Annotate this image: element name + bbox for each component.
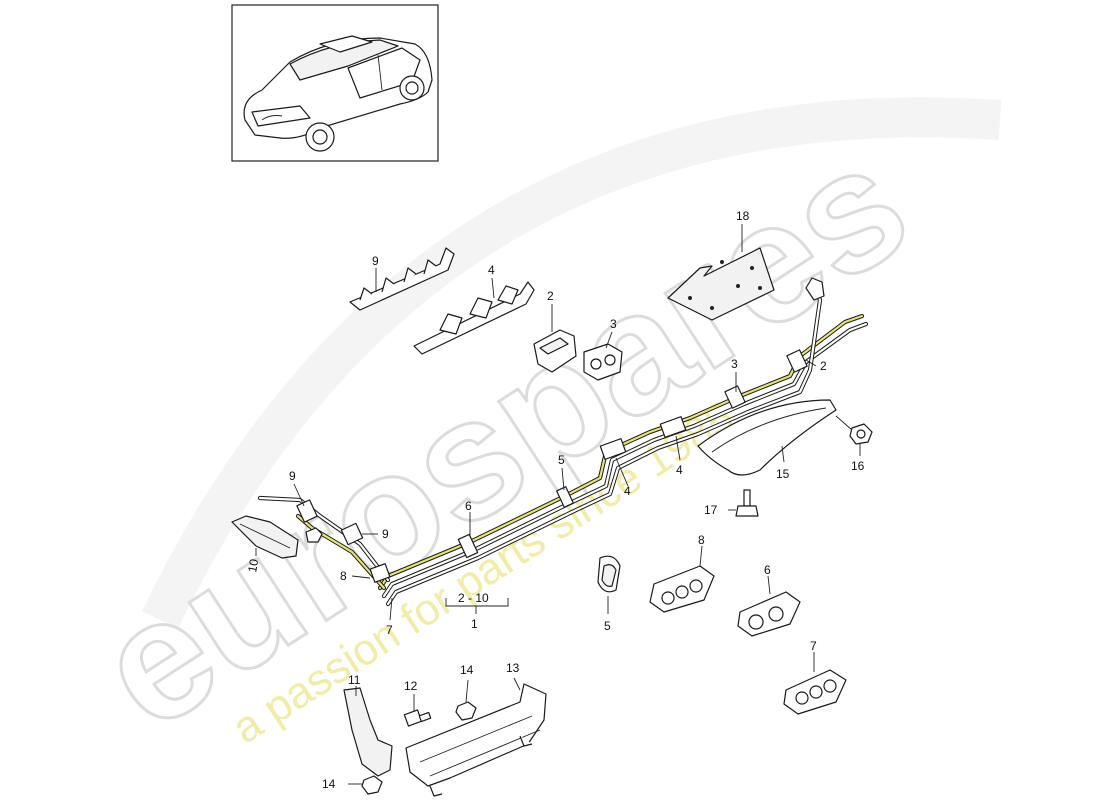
callout-5: 5 [604, 619, 611, 633]
watermark-brand: eurospares [67, 107, 939, 766]
part-7-clamp [783, 652, 847, 715]
watermark-tagline: a passion for parts since 1985 [224, 393, 743, 754]
callout-3: 3 [731, 357, 738, 371]
callout-14: 14 [460, 663, 474, 677]
callout-15: 15 [776, 467, 790, 481]
callout-13: 13 [506, 661, 520, 675]
callout-7: 7 [386, 623, 393, 637]
callout-5: 5 [558, 453, 565, 467]
callout-4: 4 [488, 263, 495, 277]
part-16-nut [835, 415, 873, 456]
callout-9: 9 [372, 254, 379, 268]
part-18-shield-plate [667, 224, 775, 321]
callout-4: 4 [624, 484, 631, 498]
watermark-swoosh [141, 97, 1002, 629]
part-5-clip [597, 555, 621, 614]
callout-2: 2 [547, 289, 554, 303]
callout-12: 12 [404, 679, 418, 693]
callout-8: 8 [340, 569, 347, 583]
callout-2: 2 [820, 359, 827, 373]
part-2-clamp [533, 304, 577, 373]
callout-7: 7 [810, 639, 817, 653]
callout-6: 6 [764, 563, 771, 577]
callout-4: 4 [676, 463, 683, 477]
callout-6: 6 [465, 499, 472, 513]
callout-11: 11 [348, 673, 361, 687]
part-17-bolt [728, 489, 759, 517]
part-3-grommet [583, 331, 623, 381]
callout-2-10: 2 - 10 [458, 591, 489, 605]
callout-9: 9 [382, 527, 389, 541]
part-nut-left [305, 527, 323, 543]
callout-9: 9 [289, 469, 296, 483]
part-13-long-bracket [405, 677, 547, 797]
part-4-bracket [413, 277, 535, 355]
callout-17: 17 [704, 503, 718, 517]
callout-16: 16 [851, 459, 865, 473]
callout-labels: 18 9 4 2 3 3 2 5 4 4 15 16 17 9 9 6 10 8… [245, 209, 865, 791]
part-12-screw [403, 694, 432, 727]
callout-18: 18 [736, 209, 750, 223]
part-15-heat-shield [697, 399, 837, 476]
part-6-double-clamp [737, 575, 801, 637]
part-14-nut-lower [348, 775, 383, 795]
vehicle-thumbnail [231, 4, 439, 162]
part-14-nut-upper [455, 679, 477, 721]
callout-1: 1 [471, 617, 478, 631]
part-11-bracket [343, 686, 393, 777]
part-1-pipe-assembly [257, 277, 869, 607]
part-10-left-shield [231, 515, 299, 559]
callout-14: 14 [322, 777, 336, 791]
callout-3: 3 [610, 317, 617, 331]
part-8-triple-clamp [649, 545, 715, 613]
callout-10: 10 [245, 558, 261, 574]
subassembly-bracket [445, 598, 509, 614]
part-9-clip-strip [349, 247, 455, 311]
callout-8: 8 [698, 533, 705, 547]
